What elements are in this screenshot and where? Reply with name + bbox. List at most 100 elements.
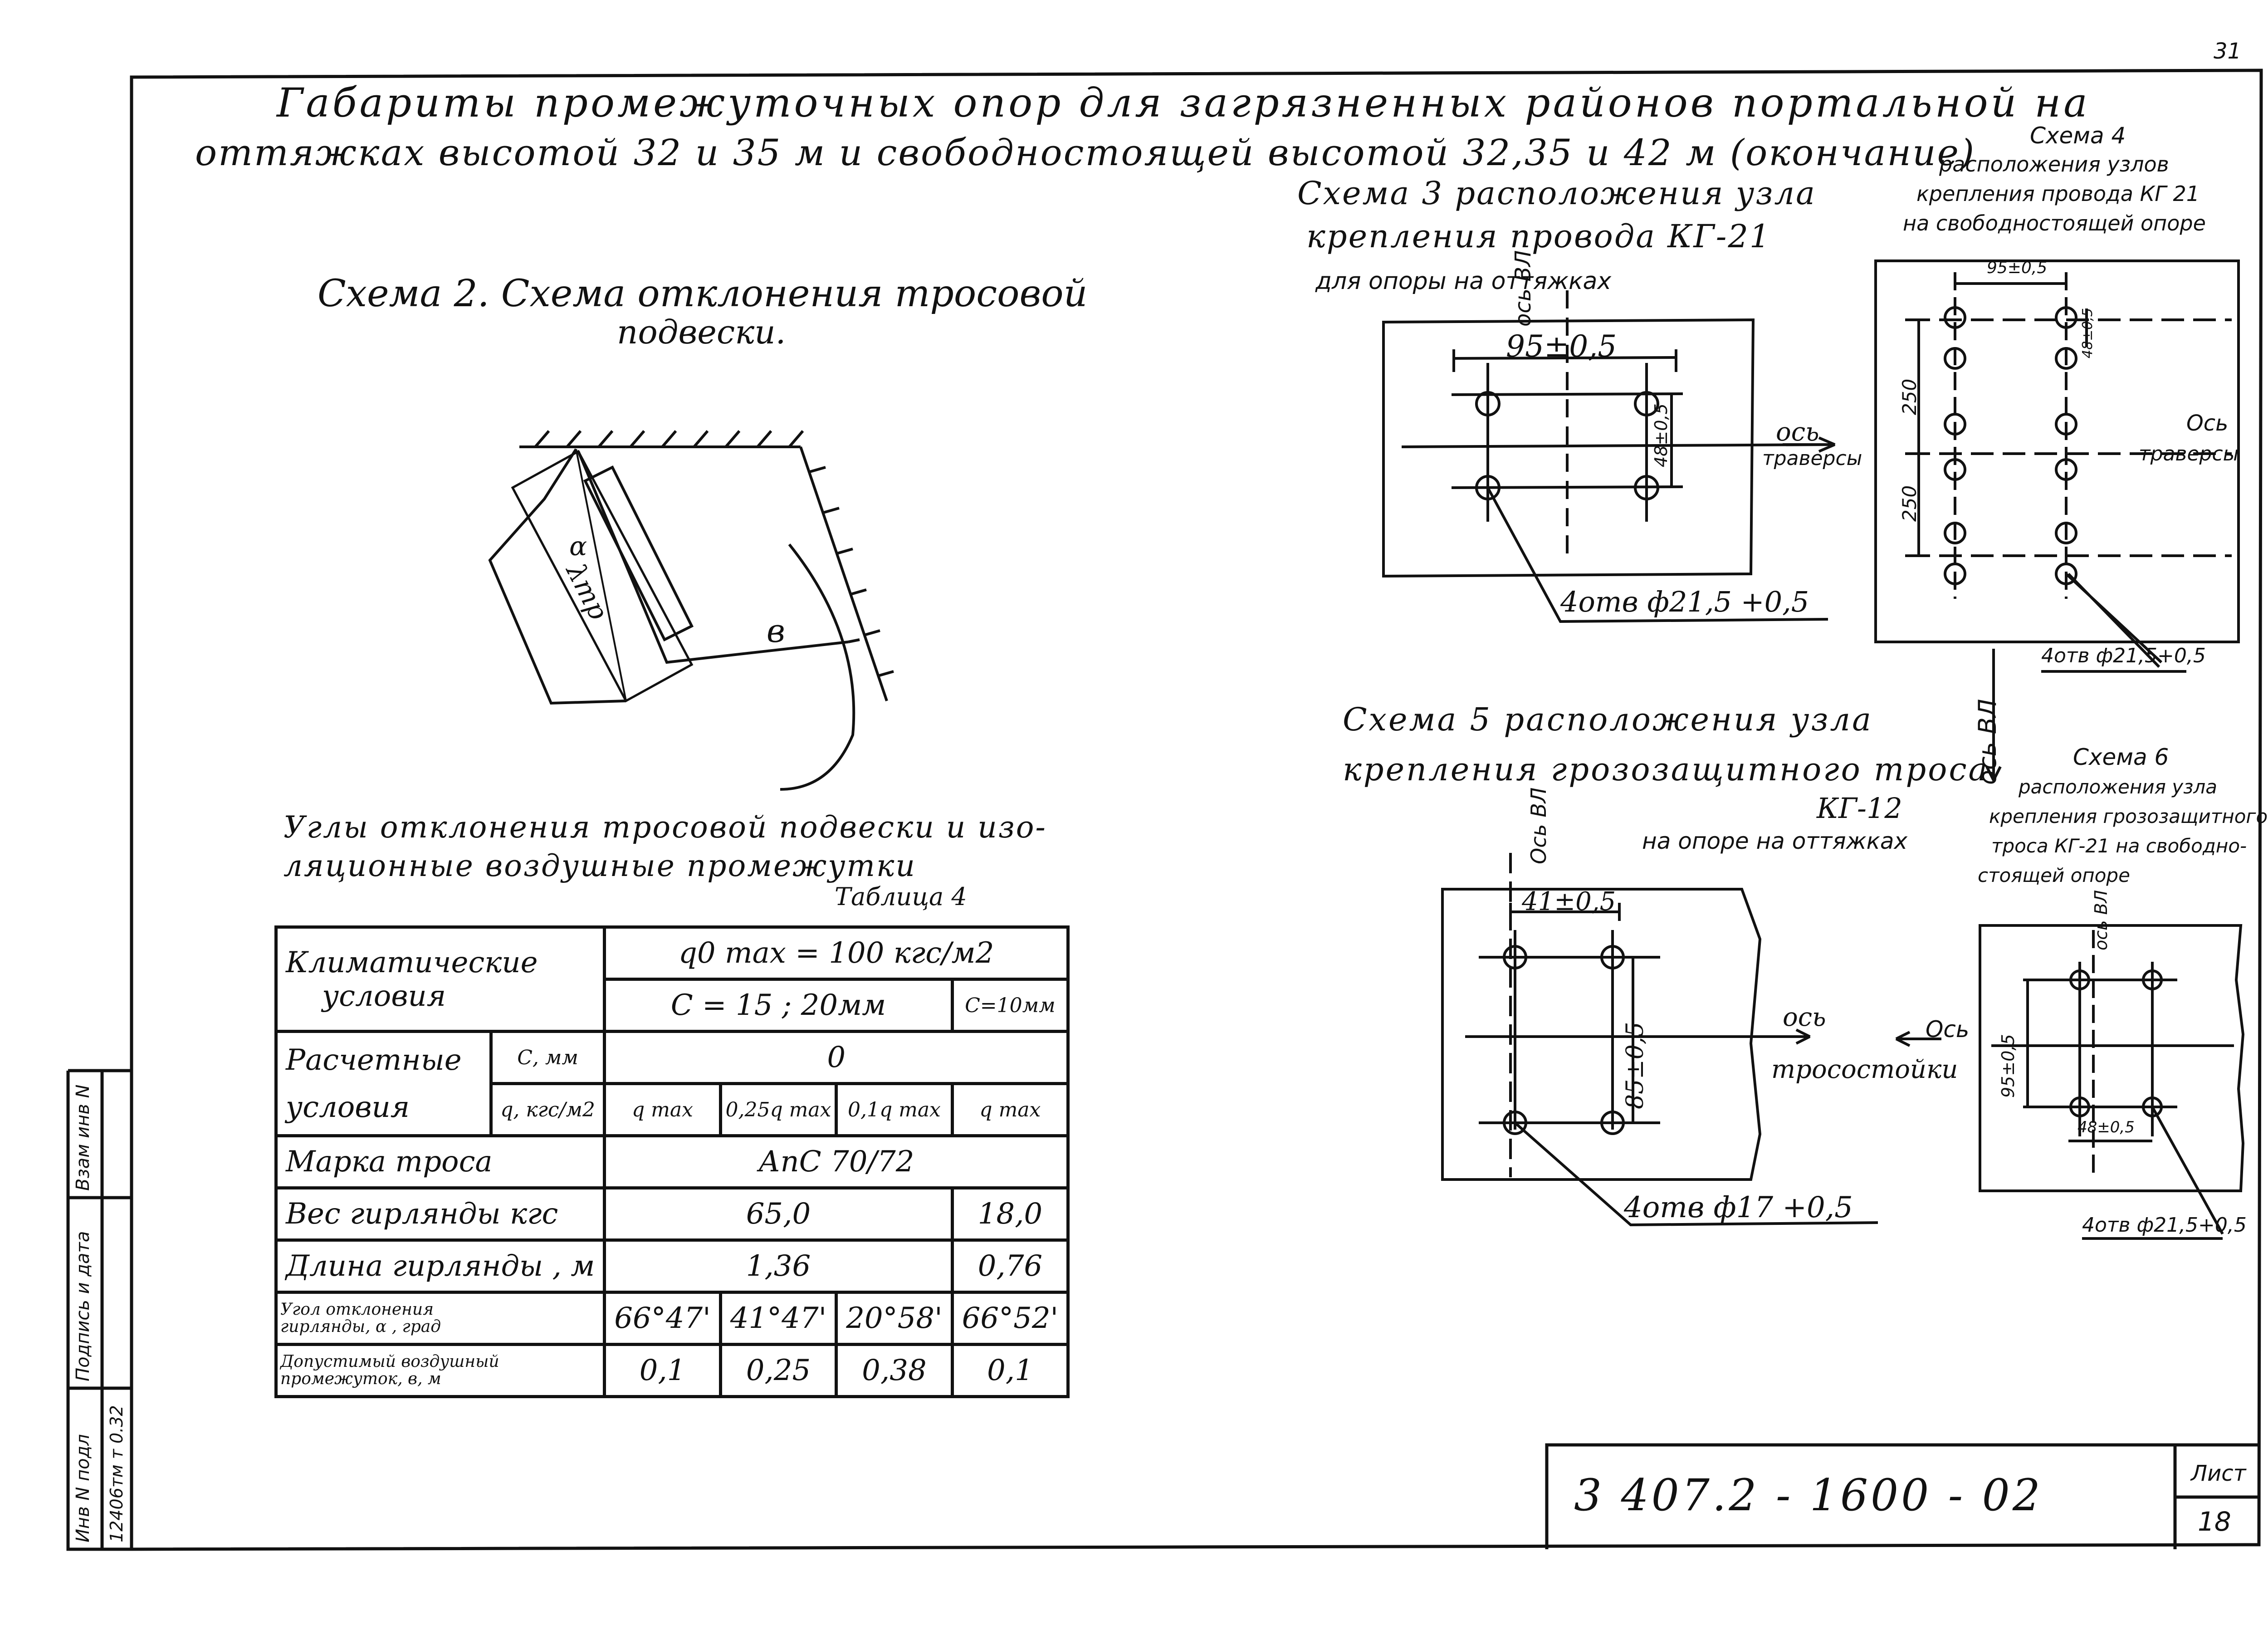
table-row: Расчетные условия С, мм 0 — [274, 1030, 1070, 1137]
cell-text: Климатические — [286, 945, 538, 979]
cell-text: Расчетные — [286, 1043, 462, 1077]
scheme4-dim-95: 95±0,5 — [1987, 259, 2048, 277]
scheme6-title1: Схема 6 — [2073, 744, 2169, 770]
scheme5-dim-85: 85±0,5 — [1622, 1022, 1649, 1109]
corner-number: 31 — [2214, 39, 2242, 64]
scheme3-plate — [1382, 290, 1836, 623]
scheme3-dim-48: 48±0,5 — [1651, 403, 1671, 467]
page-title-line2: оттяжках высотой 32 и 35 м и свободносто… — [195, 132, 1976, 174]
table-cell: 66°47' — [603, 1291, 722, 1346]
cell-text: Угол отклонения — [280, 1300, 434, 1319]
scheme6-axis-vl: ось ВЛ — [2091, 890, 2111, 950]
table4-caption2: ляционные воздушные промежутки — [284, 848, 916, 883]
scheme5-title1: Схема 5 расположения узла — [1343, 701, 1873, 738]
table-cell: Длина гирлянды , м — [274, 1238, 606, 1294]
scheme6-title2: расположения узла — [2019, 776, 2218, 798]
scheme4-title1: Схема 4 — [2030, 122, 2126, 149]
table-cell: q0 max = 100 кгс/м2 — [603, 925, 1070, 981]
table-row: Климатические условия q0 max = 100 кгс/м… — [274, 925, 1070, 1033]
scheme5-axis-label2: тросостойки — [1771, 1055, 1958, 1084]
side-stamp-grid — [66, 1069, 132, 1551]
sheet-number: 18 — [2198, 1506, 2231, 1537]
table-cell: 65,0 — [603, 1186, 954, 1242]
table-cell: 18,0 — [950, 1186, 1070, 1242]
table4-caption3: Таблица 4 — [835, 882, 967, 911]
scheme5-plate — [1441, 853, 1941, 1227]
sheet-frame — [130, 69, 2263, 1551]
table-cell: 0,1q max — [835, 1082, 954, 1137]
scheme2-b-label: в — [767, 612, 785, 650]
table-cell: 1,36 — [603, 1238, 954, 1294]
scheme3-title2: крепления провода КГ-21 — [1306, 218, 1771, 255]
table-cell: С = 15 ; 20мм — [603, 978, 954, 1033]
table-cell: q, кгс/м2 — [489, 1082, 606, 1137]
cell-text: условия — [322, 979, 446, 1013]
scheme4-plate — [1874, 259, 2240, 783]
title-block-frame — [1545, 1443, 2259, 1549]
scheme4-dim-250b: 250 — [1898, 485, 1921, 522]
table-cell: Расчетные условия — [274, 1030, 493, 1137]
stamp-replace-label: Взам инв N — [73, 1084, 93, 1191]
page-title-line1: Габариты промежуточных опор для загрязне… — [277, 79, 2090, 126]
table-cell: Угол отклонения гирлянды, α , град — [274, 1291, 606, 1346]
scheme3-dim-95: 95±0,5 — [1506, 329, 1617, 364]
document-code: 3 407.2 - 1600 - 02 — [1574, 1470, 2043, 1521]
scheme5-dim-41: 41±0,5 — [1522, 887, 1616, 916]
table-cell: С, мм — [489, 1030, 606, 1085]
table-cell: 0 — [603, 1030, 1070, 1085]
table-cell: С=10мм — [950, 978, 1070, 1033]
stamp-inv-label: Инв N подл — [73, 1434, 93, 1542]
scheme6-plate — [1979, 924, 2245, 1240]
scheme3-title1: Схема 3 расположения узла — [1297, 175, 1816, 212]
scheme4-title3: крепления провода КГ 21 — [1916, 181, 2200, 206]
table-cell: Марка троса — [274, 1134, 606, 1189]
table-cell: Вес гирлянды кгс — [274, 1186, 606, 1242]
table-row: С = 15 ; 20мм С=10мм — [276, 978, 1070, 1033]
table-cell: Климатические условия — [274, 925, 606, 1033]
scheme3-axis-traverse: ось — [1776, 417, 1819, 447]
table-cell: АпС 70/72 — [603, 1134, 1070, 1189]
table-row: Угол отклонения гирлянды, α , град 66°47… — [274, 1291, 1070, 1346]
scheme6-title4: троса КГ-21 на свободно- — [1991, 835, 2247, 857]
table-cell: Допустимый воздушный промежуток, в, м — [274, 1343, 606, 1398]
table-cell: q max — [950, 1082, 1070, 1137]
table4-caption1: Углы отклонения тросовой подвески и изо- — [284, 810, 1047, 845]
table4: Климатические условия q0 max = 100 кгс/м… — [274, 925, 1070, 1398]
table-cell: 0,25q max — [719, 1082, 838, 1137]
scheme4-title2: расположения узлов — [1939, 152, 2169, 176]
table-cell: 0,25 — [719, 1343, 838, 1398]
table-cell: q max — [603, 1082, 722, 1137]
scheme2-title-cont: подвески. — [617, 313, 786, 351]
scheme5-axis-vl: Ось ВЛ — [1526, 787, 1551, 864]
scheme2-alpha-label: α — [569, 531, 587, 562]
scheme2-sketch — [488, 430, 894, 791]
scheme4-title4: на свободностоящей опоре — [1903, 211, 2206, 235]
scheme4-dim-250a: 250 — [1898, 378, 1921, 415]
sheet-label: Лист — [2191, 1461, 2246, 1486]
table-cell: 41°47' — [719, 1291, 838, 1346]
table-cell: 0,1 — [603, 1343, 722, 1398]
table-cell: 0,1 — [950, 1343, 1070, 1398]
cell-text: гирлянды, α , град — [280, 1317, 441, 1336]
scheme3-subtitle: для опоры на оттяжках — [1315, 268, 1612, 295]
scheme3-holes: 4отв ф21,5 +0,5 — [1560, 585, 1809, 618]
scheme6-title5: стоящей опоре — [1978, 864, 2130, 886]
cell-text: условия — [286, 1090, 410, 1124]
scheme6-dim-48: 48±0,5 — [2077, 1118, 2135, 1136]
scheme4-axis-traverse2: траверсы — [2139, 442, 2239, 465]
scheme6-holes: 4отв ф21,5+0,5 — [2082, 1214, 2247, 1237]
scheme5-axis-label: ось — [1783, 1003, 1826, 1032]
scheme3-axis-vl: ось ВЛ — [1510, 250, 1536, 327]
scheme6-axis-label: Ось — [1926, 1016, 1970, 1043]
scheme6-dim-95: 95±0,5 — [1998, 1034, 2018, 1098]
scheme5-title2: крепления грозозащитного троса — [1343, 751, 1989, 788]
table-row: Вес гирлянды кгс 65,0 18,0 — [274, 1186, 1070, 1242]
scheme4-holes: 4отв ф21,5+0,5 — [2041, 644, 2206, 667]
scheme2-title: Схема 2. Схема отклонения тросовой — [318, 272, 1088, 315]
table-cell: 66°52' — [950, 1291, 1070, 1346]
stamp-signature-label: Подпись и дата — [73, 1231, 93, 1381]
stamp-inv-value: 12406тм т 0.32 — [107, 1405, 127, 1542]
scheme6-title3: крепления грозозащитного — [1989, 805, 2268, 827]
table-row: Длина гирлянды , м 1,36 0,76 — [274, 1238, 1070, 1294]
